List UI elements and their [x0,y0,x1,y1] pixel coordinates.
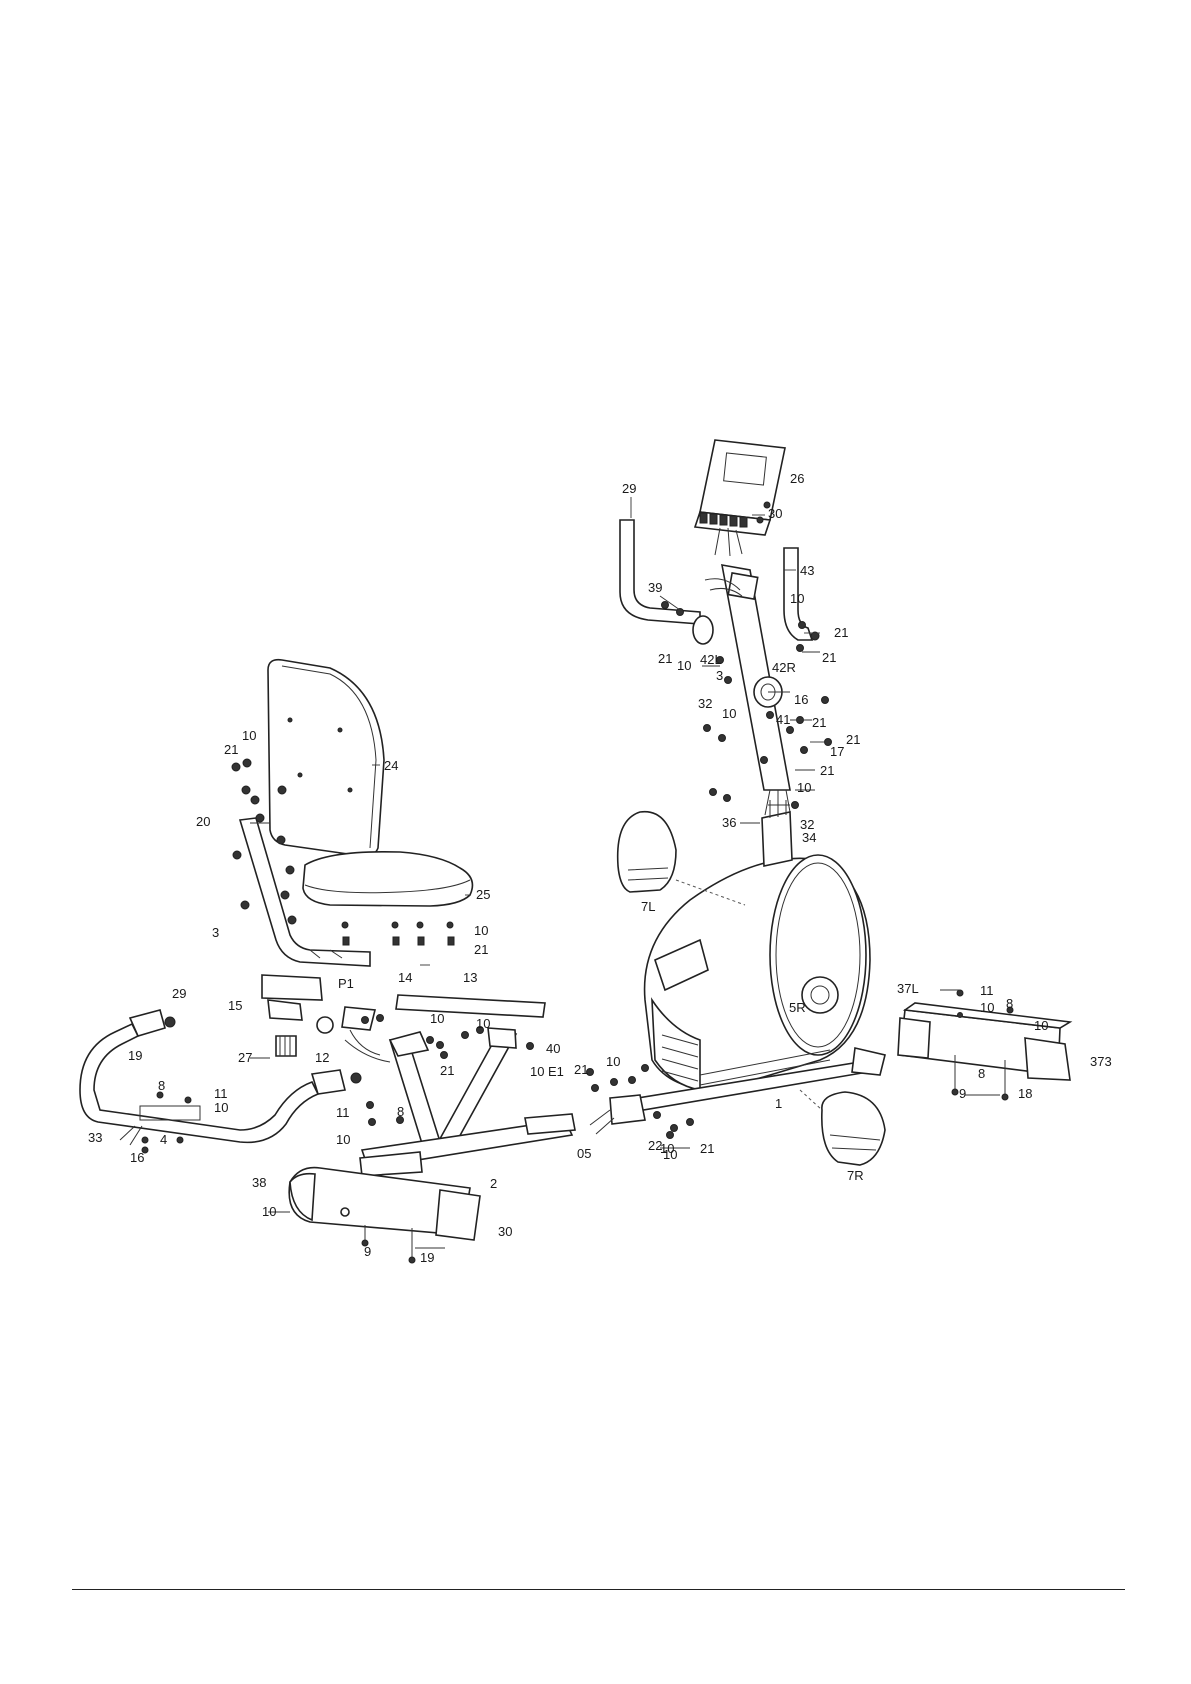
label-8-a: 8 [1006,996,1013,1011]
label-10-m: 10 [214,1100,228,1115]
label-42R: 42R [772,660,796,675]
label-10-h: 10 [476,1016,490,1031]
label-21-j: 21 [574,1062,588,1077]
seat-frame [345,1028,575,1176]
label-10-p: 10 [663,1147,677,1162]
label-37R: 373 [1090,1054,1112,1069]
label-19-front: 19 [420,1250,434,1265]
label-38: 38 [252,1175,266,1190]
label-8-b: 8 [158,1078,165,1093]
label-12: 12 [315,1050,329,1065]
label-1: 1 [775,1096,782,1111]
label-10-n: 10 [336,1132,350,1147]
label-42L: 42L [700,652,722,667]
part-labels: 29 26 30 43 39 10 21 21 21 10 42L 42R 3 … [88,471,1112,1265]
label-24: 24 [384,758,398,773]
label-21-f: 21 [820,763,834,778]
label-21-b: 21 [658,651,672,666]
label-10-i: 10 [980,1000,994,1015]
label-10-k: 10 [530,1064,544,1079]
label-11-b: 11 [214,1086,228,1101]
label-21-i: 21 [440,1063,454,1078]
label-E1: E1 [548,1064,564,1079]
label-43: 43 [800,563,814,578]
label-25: 25 [476,887,490,902]
label-3-upper: 3 [716,668,723,683]
main-frame-cover [645,798,870,1090]
label-37L: 37L [897,981,919,996]
label-P1: P1 [338,976,354,991]
label-30-upper: 30 [768,506,782,521]
label-10-e: 10 [242,728,256,743]
label-21-c: 21 [822,650,836,665]
label-10-c: 10 [722,706,736,721]
label-27: 27 [238,1050,252,1065]
seat-backrest [268,660,384,857]
label-13: 13 [463,970,477,985]
label-10-g: 10 [430,1011,444,1026]
label-17: 17 [830,744,844,759]
seat-adjust-parts [268,1000,333,1056]
label-33: 33 [88,1130,102,1145]
label-30-lower: 30 [498,1224,512,1239]
label-10-j: 10 [1034,1018,1048,1033]
label-9-front: 9 [364,1244,371,1259]
label-5R: 5R [789,1000,806,1015]
label-16: 16 [794,692,808,707]
label-26: 26 [790,471,804,486]
handlebar-post [705,565,790,815]
label-10-f: 10 [474,923,488,938]
footer-rule [72,1589,1125,1590]
label-21-e: 21 [846,732,860,747]
label-4: 4 [160,1132,167,1147]
lower-handlebar [80,1010,361,1153]
label-11-a: 11 [980,983,994,998]
label-10-d: 10 [797,780,811,795]
label-29-upper: 29 [622,481,636,496]
label-20: 20 [196,814,210,829]
label-15: 15 [228,998,242,1013]
console-unit [695,440,785,556]
label-7L: 7L [641,899,655,914]
label-21-d: 21 [812,715,826,730]
label-18: 18 [1018,1086,1032,1101]
label-21-g: 21 [224,742,238,757]
label-05: 05 [577,1146,591,1161]
label-21-k: 21 [700,1141,714,1156]
label-10-a: 10 [790,591,804,606]
label-40: 40 [546,1041,560,1056]
label-2: 2 [490,1176,497,1191]
label-7R: 7R [847,1168,864,1183]
pedal-right [800,1090,885,1165]
label-10-b: 10 [677,658,691,673]
label-36: 36 [722,815,736,830]
label-11-c: 11 [336,1105,350,1120]
label-16-lower: 16 [130,1150,144,1165]
label-8-c: 8 [978,1066,985,1081]
label-21-h: 21 [474,942,488,957]
label-39: 39 [648,580,662,595]
label-10-l: 10 [606,1054,620,1069]
label-34: 34 [802,830,816,845]
seat-cushion [303,852,472,906]
label-3-seat: 3 [212,925,219,940]
label-32: 32 [698,696,712,711]
label-22: 22 [648,1138,662,1153]
label-29-lower: 29 [172,986,186,1001]
label-19-lower: 19 [128,1048,142,1063]
label-10-q: 10 [262,1204,276,1219]
upper-handlebar-left [620,520,713,644]
label-8-d: 8 [397,1104,404,1119]
label-41: 41 [776,712,790,727]
label-21-a: 21 [834,625,848,640]
label-14: 14 [398,970,412,985]
front-stabilizer [289,1168,480,1263]
label-9-rear: 9 [959,1086,966,1101]
